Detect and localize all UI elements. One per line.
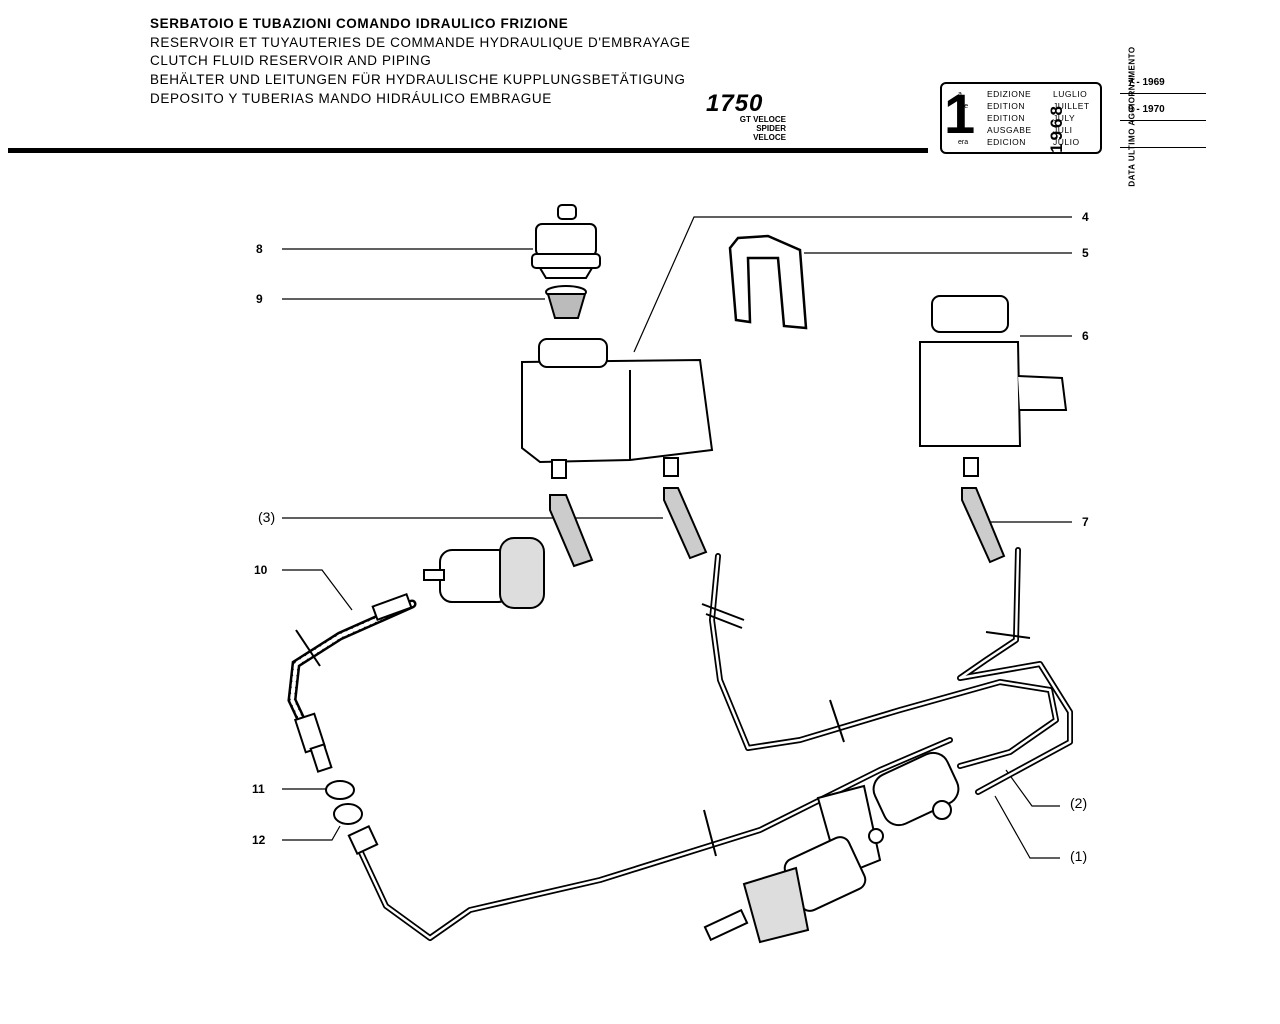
callout-8: 8 [256,242,263,256]
title-german: BEHÄLTER UND LEITUNGEN FÜR HYDRAULISCHE … [150,72,686,87]
callout-11: 11 [252,782,265,796]
twin-reservoir [521,338,714,479]
edition-month: LUGLIO [1053,89,1088,99]
callout-10: 10 [254,563,268,577]
edition-word: EDITION [987,101,1025,111]
callout-4: 4 [1082,210,1089,224]
title-italian: SERBATOIO E TUBAZIONI COMANDO IDRAULICO … [150,16,569,31]
callout-2: (2) [1070,795,1087,811]
mounting-clip [728,234,808,330]
update-line [1120,93,1206,94]
edition-month: JULIO [1053,137,1080,147]
model-variant-spider: SPIDER VELOCE [753,124,786,142]
edition-month: JUILLET [1053,101,1090,111]
round-reservoir [919,295,1068,477]
edition-suffix: a [958,91,962,98]
braided-flex-hose-weave [289,602,414,732]
update-date: 7 - 1969 [1128,77,1165,88]
hoses [549,487,1006,568]
break-marks [295,603,1031,857]
callout-6: 6 [1082,329,1089,343]
update-line [1120,120,1206,121]
edition-suffix: . [958,127,960,134]
callout-labels: 4 5 6 7 8 9 10 11 12 (3) (2) (1) [252,210,1089,864]
title-english: CLUTCH FLUID RESERVOIR AND PIPING [150,53,432,68]
master-cylinder [703,751,960,944]
edition-word: AUSGABE [987,125,1032,135]
edition-word: EDICION [987,137,1026,147]
update-line [1120,147,1206,148]
callout-9: 9 [256,292,263,306]
edition-number: 1 [944,82,976,145]
edition-month: JULI [1053,125,1073,135]
edition-suffix: st [958,115,964,122]
washer-and-nut [325,780,379,856]
callout-5: 5 [1082,246,1089,260]
braided-flex-hose [287,599,417,735]
metal-pipes-highlight [356,548,1072,940]
header-rule [8,148,928,153]
model-number: 1750 [706,90,764,117]
edition-word: EDIZIONE [987,89,1032,99]
title-french: RESERVOIR ET TUYAUTERIES DE COMMANDE HYD… [150,35,691,50]
reservoir-cap [531,204,601,279]
callout-7: 7 [1082,515,1089,529]
edition-month: JULY [1053,113,1076,123]
callout-12: 12 [252,833,266,847]
callout-1: (1) [1070,848,1087,864]
update-date: 9 - 1970 [1128,104,1165,115]
hose-fittings [293,592,413,773]
edition-box [940,82,1102,154]
title-spanish: DEPOSITO Y TUBERIAS MANDO HIDRÁULICO EMB… [150,91,552,106]
leader-lines [282,216,1072,859]
edition-suffix: era [958,139,969,146]
model-variant-gt: GT VELOCE [739,115,786,124]
strainer-filter [545,285,587,319]
edition-word: EDITION [987,113,1025,123]
edition-suffix: ere [958,103,969,110]
callout-3: (3) [258,509,275,525]
slave-cylinder-small [423,537,545,609]
